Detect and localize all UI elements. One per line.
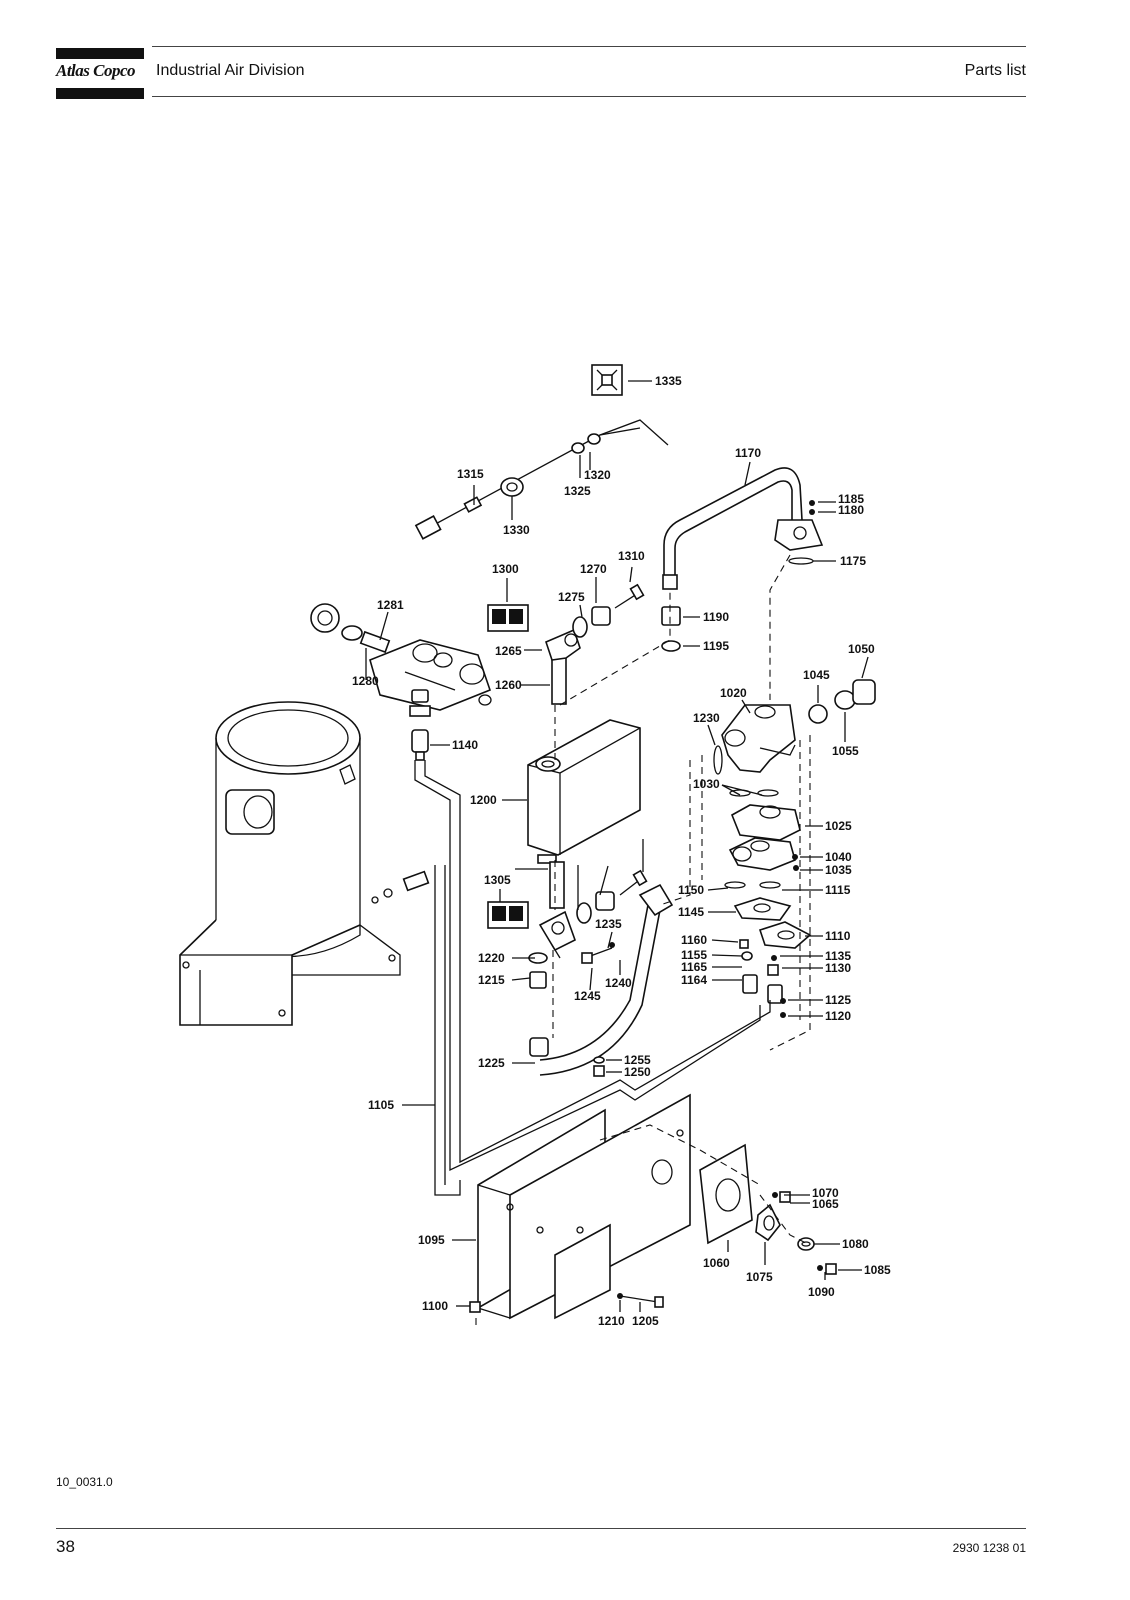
callout-label: 1160 bbox=[681, 933, 707, 947]
callout-label: 1225 bbox=[478, 1056, 505, 1070]
section-title: Parts list bbox=[964, 62, 1026, 79]
callout-label: 1170 bbox=[735, 446, 761, 460]
pressure-switch-1335 bbox=[591, 364, 623, 396]
callout-label: 1150 bbox=[678, 883, 704, 897]
header-rule-top bbox=[152, 46, 1026, 47]
callout-label: 1095 bbox=[418, 1233, 445, 1247]
pipe-1225 bbox=[529, 883, 674, 1077]
callout-label: 1325 bbox=[564, 484, 591, 498]
logo-bar-top bbox=[56, 48, 144, 59]
callout-label: 1050 bbox=[848, 642, 875, 656]
callout-label: 1310 bbox=[618, 549, 645, 563]
callout-label: 1215 bbox=[478, 973, 505, 987]
callout-label: 1060 bbox=[703, 1256, 730, 1270]
callout-label: 1145 bbox=[678, 905, 704, 919]
pipe-1170 bbox=[662, 467, 824, 590]
cable-assembly bbox=[414, 419, 669, 540]
callout-label: 1205 bbox=[632, 1314, 659, 1328]
callout-label: 1030 bbox=[693, 777, 720, 791]
callout-label: 1190 bbox=[703, 610, 729, 624]
rod-1205 bbox=[469, 1293, 664, 1313]
labels-1300-1305 bbox=[487, 604, 529, 929]
division-title: Industrial Air Division bbox=[156, 62, 305, 79]
callout-label: 1300 bbox=[492, 562, 519, 576]
callout-label: 1180 bbox=[838, 503, 864, 517]
callout-label: 1210 bbox=[598, 1314, 625, 1328]
leader-lines bbox=[365, 380, 869, 1312]
callout-label: 1265 bbox=[495, 644, 522, 658]
callout-label: 1275 bbox=[558, 590, 585, 604]
callout-label: 1281 bbox=[377, 598, 404, 612]
callout-label: 1120 bbox=[825, 1009, 851, 1023]
callout-label: 1115 bbox=[825, 883, 851, 897]
receiver-tank bbox=[179, 701, 401, 1026]
callout-label: 1270 bbox=[580, 562, 607, 576]
footer-rule bbox=[56, 1528, 1026, 1529]
callout-label: 1195 bbox=[703, 639, 729, 653]
callout-label: 1245 bbox=[574, 989, 601, 1003]
callout-label: 1025 bbox=[825, 819, 852, 833]
callout-label: 1100 bbox=[422, 1299, 448, 1313]
small-fittings-right bbox=[739, 939, 786, 1018]
callout-label: 1155 bbox=[681, 948, 707, 962]
callout-label: 1330 bbox=[503, 523, 530, 537]
callout-label: 1080 bbox=[842, 1237, 869, 1251]
callout-label: 1175 bbox=[840, 554, 866, 568]
callout-label: 1305 bbox=[484, 873, 511, 887]
fittings-1260-1265 bbox=[538, 583, 648, 952]
figure-code: 10_0031.0 bbox=[56, 1475, 113, 1489]
callout-label: 1085 bbox=[864, 1263, 891, 1277]
atlas-copco-logo: Atlas Copco bbox=[56, 44, 144, 100]
assembly-dashed-lines bbox=[475, 554, 811, 1325]
oil-filter-1200 bbox=[527, 719, 641, 864]
callout-label: 1090 bbox=[808, 1285, 835, 1299]
callout-label: 1135 bbox=[825, 949, 851, 963]
callout-label: 1070 bbox=[812, 1186, 839, 1200]
header-rule-bottom bbox=[152, 96, 1026, 97]
callout-label: 1260 bbox=[495, 678, 522, 692]
callout-label: 1065 bbox=[812, 1197, 839, 1211]
valve-assembly-1020 bbox=[721, 679, 876, 773]
manifold-block bbox=[310, 603, 492, 711]
callout-label: 1235 bbox=[595, 917, 622, 931]
callout-label: 1040 bbox=[825, 850, 852, 864]
gasket-1060 bbox=[699, 1143, 837, 1275]
callout-label: 1130 bbox=[825, 961, 851, 975]
callout-label: 1185 bbox=[838, 492, 864, 506]
callout-label: 1075 bbox=[746, 1270, 773, 1284]
callout-label: 1230 bbox=[693, 711, 720, 725]
callout-label: 1250 bbox=[624, 1065, 651, 1079]
callout-label: 1035 bbox=[825, 863, 852, 877]
callout-label: 1020 bbox=[720, 686, 747, 700]
callout-label: 1320 bbox=[584, 468, 611, 482]
hose-1105 bbox=[371, 760, 771, 1196]
callout-label: 1125 bbox=[825, 993, 851, 1007]
logo-bar-bottom bbox=[56, 88, 144, 99]
flange-1110-1145 bbox=[713, 745, 812, 949]
callout-labels: 1335 1320 1325 1315 1330 1170 1185 1180 … bbox=[352, 374, 891, 1328]
callout-label: 1045 bbox=[803, 668, 830, 682]
housing-1095 bbox=[477, 1093, 691, 1320]
document-number: 2930 1238 01 bbox=[952, 1541, 1026, 1555]
callout-label: 1255 bbox=[624, 1053, 651, 1067]
callout-label: 1315 bbox=[457, 467, 484, 481]
logo-wordmark: Atlas Copco bbox=[56, 61, 136, 80]
callout-label: 1164 bbox=[681, 973, 707, 987]
callout-label: 1110 bbox=[825, 929, 851, 943]
callout-label: 1200 bbox=[470, 793, 497, 807]
valve-assembly-1025 bbox=[728, 804, 801, 871]
callout-label: 1220 bbox=[478, 951, 505, 965]
callout-label: 1140 bbox=[452, 738, 478, 752]
fittings-1190-1195 bbox=[661, 500, 815, 652]
callout-label: 1165 bbox=[681, 960, 707, 974]
fitting-1140 bbox=[409, 689, 431, 761]
callout-label: 1055 bbox=[832, 744, 859, 758]
callout-label: 1240 bbox=[605, 976, 632, 990]
callout-label: 1335 bbox=[655, 374, 682, 388]
page-number: 38 bbox=[56, 1537, 75, 1556]
callout-label: 1280 bbox=[352, 674, 379, 688]
callout-label: 1105 bbox=[368, 1098, 394, 1112]
fittings-1215-1235 bbox=[528, 942, 615, 989]
